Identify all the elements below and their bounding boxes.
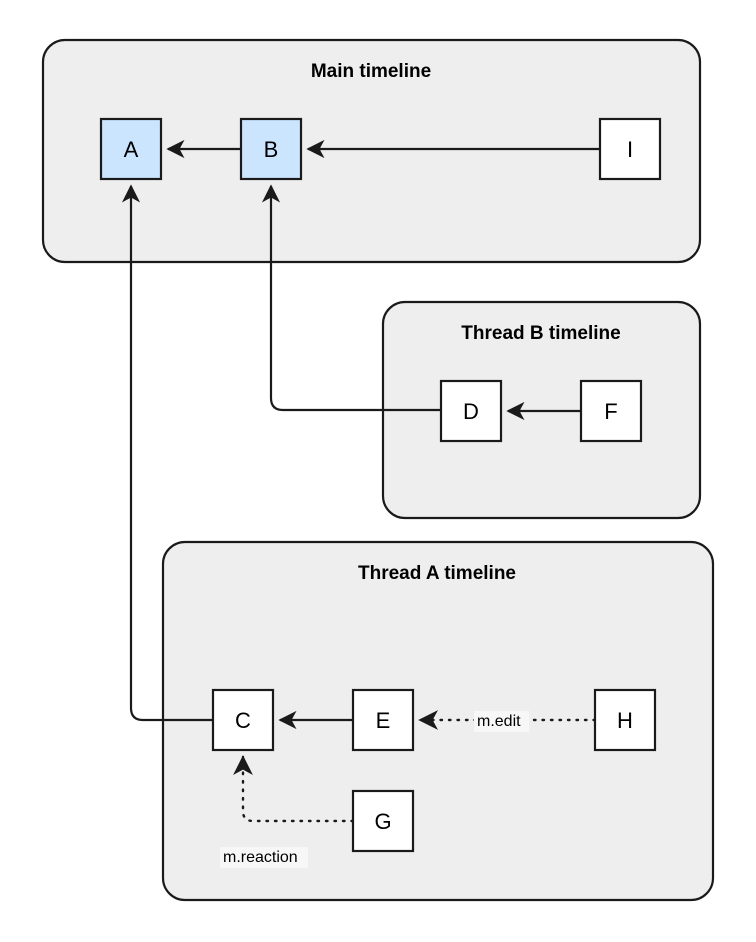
timeline-group-main: Main timeline — [41, 38, 702, 264]
node-label-a: A — [124, 137, 139, 162]
edge-label-text: m.edit — [477, 713, 521, 730]
node-label-f: F — [604, 399, 617, 424]
event-node-e[interactable]: E — [351, 688, 415, 752]
event-node-d[interactable]: D — [439, 379, 503, 443]
node-box-e[interactable] — [351, 688, 415, 752]
node-box-i[interactable] — [598, 117, 662, 181]
node-label-d: D — [463, 399, 479, 424]
edge-label-background — [474, 711, 530, 732]
group-title-main: Main timeline — [311, 61, 431, 82]
event-node-b[interactable]: B — [239, 117, 303, 181]
event-node-a[interactable]: A — [99, 117, 163, 181]
event-node-c[interactable]: C — [211, 688, 275, 752]
edge-d-to-b — [261, 184, 441, 412]
node-box-g[interactable] — [351, 789, 415, 853]
node-label-h: H — [617, 708, 633, 733]
group-frame-main — [41, 38, 702, 264]
node-label-i: I — [627, 137, 633, 162]
edge-label-g-to-c: m.reaction — [220, 847, 308, 868]
group-title-thread-b: Thread B timeline — [461, 323, 620, 344]
edge-label-background — [220, 847, 308, 868]
event-node-f[interactable]: F — [579, 379, 643, 443]
node-label-e: E — [376, 708, 391, 733]
edge-label-text: m.reaction — [223, 849, 298, 866]
node-box-c[interactable] — [211, 688, 275, 752]
edge-labels: m.edit m.reaction — [220, 711, 530, 868]
node-label-b: B — [264, 137, 279, 162]
event-node-g[interactable]: G — [351, 789, 415, 853]
node-box-d[interactable] — [439, 379, 503, 443]
node-label-g: G — [374, 809, 391, 834]
edge-label-h-to-e: m.edit — [474, 711, 530, 732]
node-box-a[interactable] — [99, 117, 163, 181]
group-title-thread-a: Thread A timeline — [358, 563, 516, 584]
event-node-h[interactable]: H — [593, 688, 657, 752]
node-box-b[interactable] — [239, 117, 303, 181]
node-box-f[interactable] — [579, 379, 643, 443]
node-label-c: C — [235, 708, 251, 733]
event-node-i[interactable]: I — [598, 117, 662, 181]
edge-c-to-a — [121, 184, 213, 722]
event-nodes: A B I D F C E H G — [99, 117, 662, 853]
node-box-h[interactable] — [593, 688, 657, 752]
